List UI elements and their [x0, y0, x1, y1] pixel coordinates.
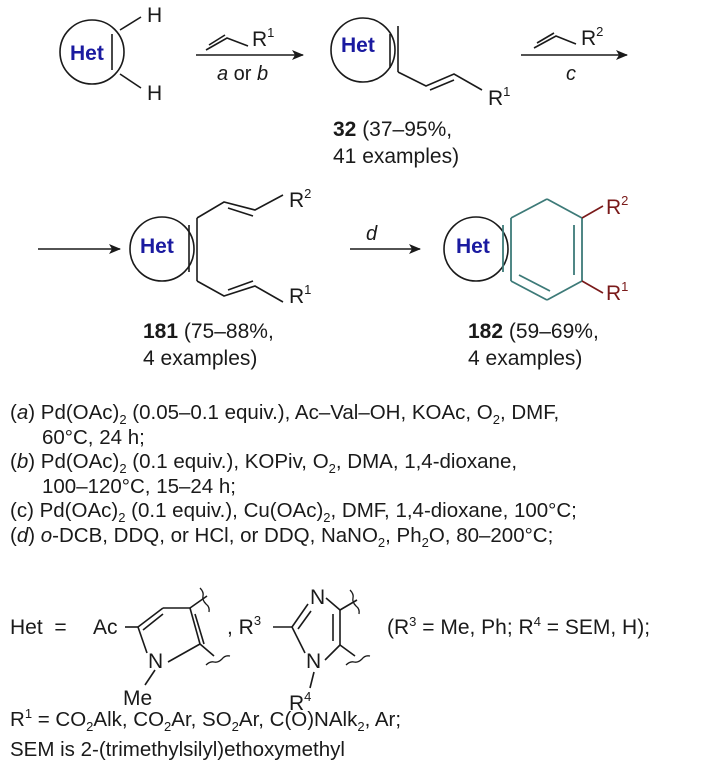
het-equals-label: Het =	[10, 616, 67, 639]
compound-181: Het R2 R1 181 (75–88%, 4 examples)	[129, 186, 311, 370]
h-top: H	[147, 4, 162, 27]
sem-definition: SEM is 2-(trimethylsilyl)ethoxymethyl	[10, 738, 345, 761]
het-ring	[443, 216, 509, 282]
het-label: Het	[140, 235, 174, 258]
alkene-reagent-1	[205, 37, 249, 51]
methyl-label: Me	[123, 687, 152, 710]
het-substituent-note: (R3 = Me, Ph; R4 = SEM, H);	[387, 614, 651, 639]
wavy-bond	[345, 655, 371, 666]
r2-label: R2	[289, 186, 311, 212]
condition-b-cont: 100–120°C, 15–24 h;	[42, 474, 236, 498]
nitrogen-label: N	[306, 650, 321, 673]
r1-label: R1	[252, 25, 274, 51]
r4-label: R4	[289, 689, 311, 715]
het-label: Het	[70, 42, 104, 65]
r1-label: R1	[606, 279, 628, 305]
r1-definition: R1 = CO2Alk, CO2Ar, SO2Ar, C(O)NAlk2, Ar…	[10, 706, 402, 735]
bond	[119, 73, 142, 89]
h-bottom: H	[147, 82, 162, 105]
r2-label: R2	[581, 24, 603, 50]
het-ring	[330, 17, 396, 83]
pyrrole-structure: Ac N Me	[93, 587, 231, 710]
r1-label: R1	[488, 84, 510, 110]
vinyl-chain	[397, 71, 483, 91]
imidazole-structure: , R3 N N R4	[227, 586, 371, 715]
alkene-reagent-2	[533, 35, 577, 49]
condition-label: d	[366, 223, 378, 245]
lower-vinyl	[196, 280, 284, 303]
r2-label: R2	[606, 193, 628, 219]
compound-caption: 32 (37–95%,	[333, 118, 452, 141]
compound-32: Het R1 32 (37–95%, 41 examples)	[330, 17, 510, 168]
condition-a: (a) Pd(OAc)2 (0.05–0.1 equiv.), Ac–Val–O…	[10, 401, 560, 428]
upper-vinyl	[196, 194, 284, 219]
new-benzene-ring	[502, 198, 583, 301]
condition-c: (c) Pd(OAc)2 (0.1 equiv.), Cu(OAc)2, DMF…	[10, 499, 577, 526]
compound-caption: 182 (59–69%,	[468, 320, 599, 343]
het-label: Het	[456, 235, 490, 258]
condition-d: (d) o-DCB, DDQ, or HCl, or DDQ, NaNO2, P…	[10, 523, 554, 550]
condition-b: (b) Pd(OAc)2 (0.1 equiv.), KOPiv, O2, DM…	[10, 450, 518, 477]
compound-examples: 4 examples)	[143, 347, 257, 370]
arrow-step-1: R1 a or b	[196, 25, 304, 85]
r1-label: R1	[289, 282, 311, 308]
nitrogen-label: N	[148, 650, 163, 673]
bond	[119, 16, 142, 31]
starting-material: Het H H	[59, 4, 162, 105]
het-ring	[59, 19, 125, 85]
wavy-bond	[205, 655, 231, 666]
wavy-bond	[349, 589, 360, 615]
arrow-step-4: d	[350, 223, 421, 254]
compound-examples: 4 examples)	[468, 347, 582, 370]
nitrogen-label: N	[310, 586, 325, 609]
arrow-step-2: R2 c	[521, 24, 628, 85]
condition-label: a or b	[217, 63, 268, 85]
het-label: Het	[341, 34, 375, 57]
compound-caption: 181 (75–88%,	[143, 320, 274, 343]
het-ring	[129, 216, 195, 282]
r3-label: , R3	[227, 613, 261, 639]
condition-label: c	[566, 63, 576, 85]
compound-examples: 41 examples)	[333, 145, 459, 168]
acetyl-label: Ac	[93, 616, 118, 639]
wavy-bond	[199, 587, 210, 613]
conditions-list: (a) Pd(OAc)2 (0.05–0.1 equiv.), Ac–Val–O…	[10, 401, 705, 550]
condition-a-cont: 60°C, 24 h;	[42, 425, 145, 449]
compound-182: Het R2 R1 182 (59–69%, 4 examples)	[443, 193, 628, 370]
